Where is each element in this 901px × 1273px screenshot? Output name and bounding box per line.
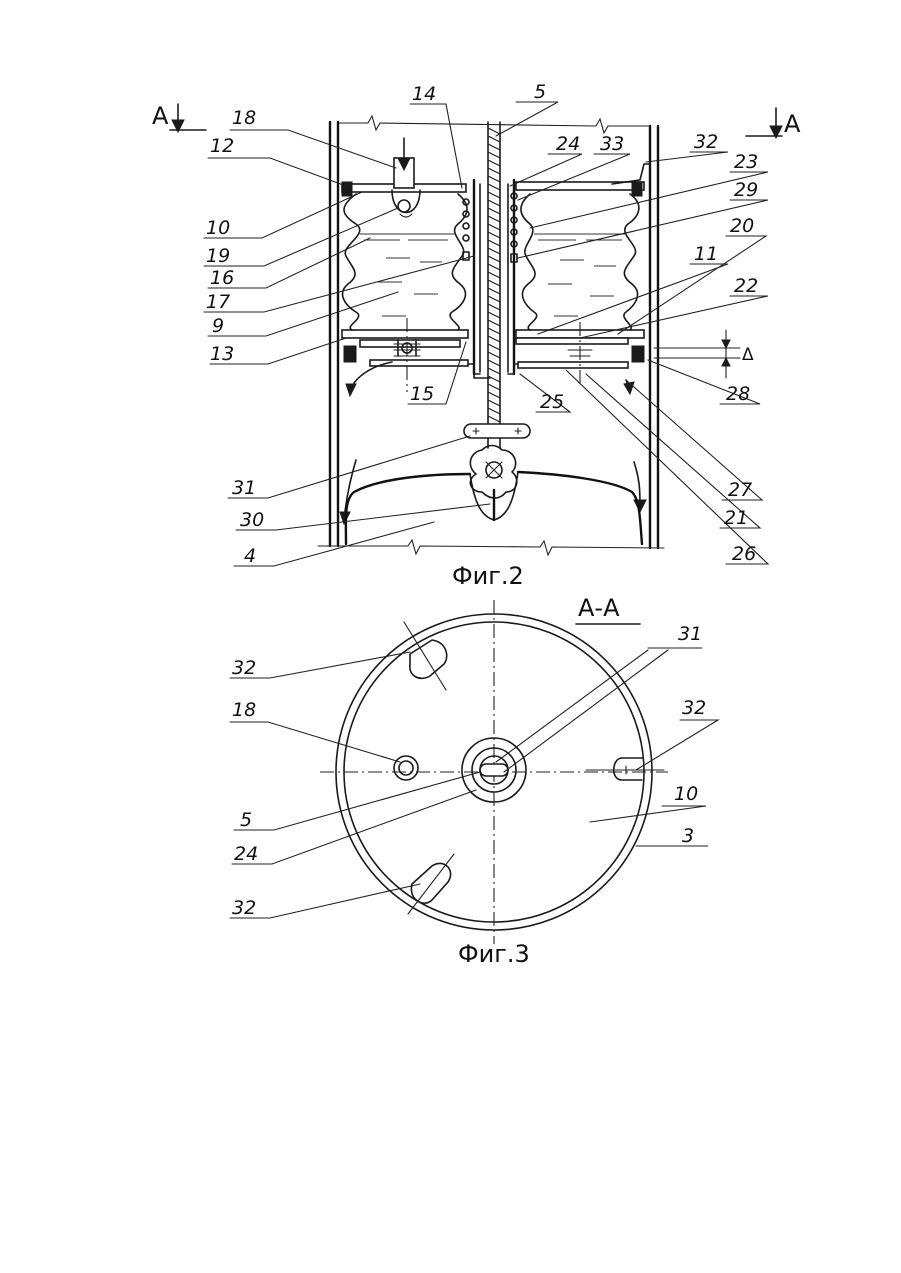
label-12: 12 (210, 135, 234, 157)
label-26: 26 (732, 543, 756, 565)
label-16: 16 (210, 267, 234, 289)
label-10: 10 (206, 217, 230, 239)
label-3-fig3: 3 (682, 825, 694, 847)
label-21: 21 (724, 507, 748, 529)
slot-bottom-left (408, 854, 454, 914)
bottom-valves (394, 318, 740, 392)
label-32-fig3-a: 32 (232, 657, 256, 679)
port-outer (394, 756, 418, 780)
label-15: 15 (410, 383, 434, 405)
rope-clamp (464, 424, 530, 498)
label-14: 14 (412, 83, 436, 105)
label-32-fig3-c: 32 (232, 897, 256, 919)
rope (488, 122, 500, 448)
label-32: 32 (694, 131, 718, 153)
label-30: 30 (240, 509, 264, 531)
label-10-fig3: 10 (674, 783, 698, 805)
label-31: 31 (232, 477, 256, 499)
bellows-right (521, 194, 639, 330)
label-4: 4 (244, 545, 256, 567)
section-marker-left: А (152, 102, 206, 132)
label-18: 18 (232, 107, 256, 129)
coil-rings (463, 193, 517, 262)
clamp-section (480, 764, 508, 776)
label-24-fig3: 24 (234, 843, 258, 865)
leaders-fig3 (230, 648, 718, 918)
label-13: 13 (210, 343, 234, 365)
label-24: 24 (556, 133, 580, 155)
label-23: 23 (734, 151, 758, 173)
section-marker-right: А (746, 108, 801, 138)
label-5: 5 (534, 81, 546, 103)
inlet-valve (392, 138, 420, 217)
label-11: 11 (694, 243, 718, 265)
label-5-fig3: 5 (240, 809, 252, 831)
label-33: 33 (600, 133, 624, 155)
central-tube (460, 180, 528, 378)
section-letter-left: А (152, 102, 169, 130)
label-31-fig3: 31 (678, 623, 702, 645)
figure-2-caption: Фиг.2 (452, 562, 524, 590)
label-27: 27 (728, 479, 752, 501)
label-32-fig3-b: 32 (682, 697, 706, 719)
label-9: 9 (212, 315, 224, 337)
figure-3: А-А (230, 594, 718, 968)
label-28: 28 (726, 383, 750, 405)
figure-2: А А (152, 81, 801, 590)
label-29: 29 (734, 179, 758, 201)
figure-3-caption: Фиг.3 (458, 940, 530, 968)
float-bell (346, 472, 642, 544)
labels-fig3: 31 32 18 32 10 5 24 3 32 (232, 623, 706, 919)
labels-fig2: 18 12 10 19 16 17 9 13 15 14 5 24 33 32 … (206, 81, 758, 567)
label-22: 22 (734, 275, 758, 297)
section-letter-right: А (784, 110, 801, 138)
port-inner (399, 761, 413, 775)
label-19: 19 (206, 245, 230, 267)
section-title: А-А (578, 594, 620, 622)
label-17: 17 (206, 291, 230, 313)
label-20: 20 (730, 215, 754, 237)
bellows-left (343, 194, 467, 330)
label-18-fig3: 18 (232, 699, 256, 721)
label-25: 25 (540, 391, 564, 413)
leaders-fig2 (204, 102, 768, 566)
label-delta: Δ (742, 345, 754, 365)
